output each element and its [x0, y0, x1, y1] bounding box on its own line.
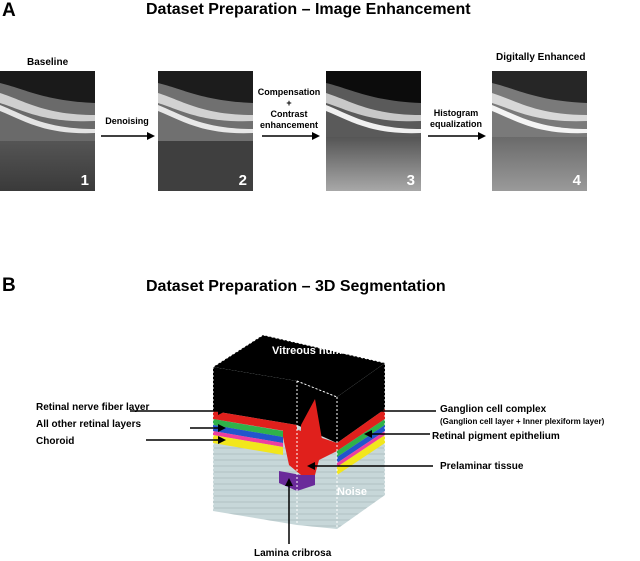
image-number-2: 2 [238, 172, 247, 189]
gcc-label: Ganglion cell complex [440, 404, 547, 415]
choroid-label: Choroid [36, 436, 75, 447]
image-number-4: 4 [572, 172, 581, 189]
step-label-histogram: Histogram equalization [429, 108, 482, 129]
baseline-label: Baseline [27, 57, 69, 68]
rpe-label: Retinal pigment epithelium [432, 431, 560, 442]
panel-b-letter: B [2, 275, 16, 296]
oct-image-baseline: 1 [0, 71, 95, 191]
step-label-denoising: Denoising [105, 116, 149, 126]
right-arrows [364, 407, 436, 438]
gcc-sub-label: (Ganglion cell layer + Inner plexiform l… [440, 417, 605, 426]
panel-b-title: Dataset Preparation – 3D Segmentation [146, 278, 446, 295]
vitreous-humor-label: Vitreous humor [272, 345, 354, 357]
rnfl-label: Retinal nerve fiber layer [36, 402, 150, 413]
left-arrows [130, 407, 226, 444]
other-layers-label: All other retinal layers [36, 419, 142, 430]
lamina-cribrosa-label: Lamina cribrosa [254, 548, 332, 559]
digitally-enhanced-label: Digitally Enhanced [496, 52, 586, 63]
arrow-icon-step-1 [101, 132, 155, 140]
prelaminar-label: Prelaminar tissue [440, 461, 524, 472]
oct-image-compensated: 3 [326, 71, 421, 191]
segmentation-cube [212, 334, 386, 529]
oct-image-denoised: 2 [158, 71, 253, 191]
noise-label: Noise [337, 486, 367, 498]
panel-a-letter: A [2, 0, 16, 21]
arrow-icon-step-2 [262, 132, 320, 140]
image-number-3: 3 [406, 172, 415, 189]
arrow-icon-step-3 [428, 132, 486, 140]
image-number-1: 1 [80, 172, 89, 189]
oct-image-enhanced: 4 [492, 71, 587, 191]
prelaminar-arrow [307, 462, 433, 470]
panel-a-title: Dataset Preparation – Image Enhancement [146, 1, 471, 18]
lamina-arrow [285, 478, 293, 544]
step-label-compensation: Compensation + Contrast enhancement [257, 87, 321, 130]
